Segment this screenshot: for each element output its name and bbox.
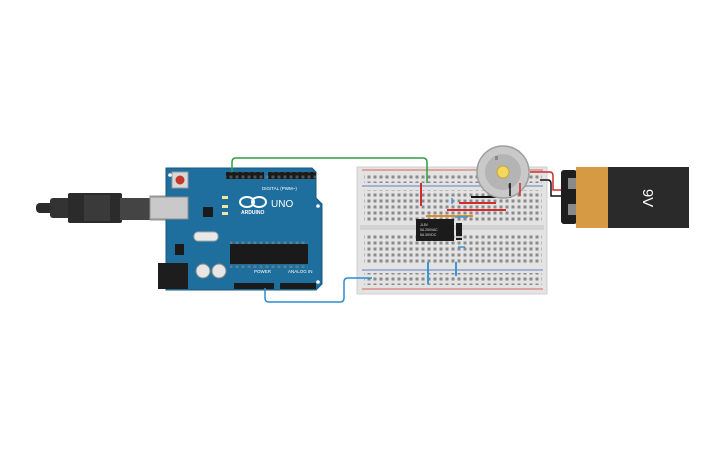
relay-text-2: 5A 250VAC (420, 228, 438, 232)
relay-text-1: JL5V (420, 223, 429, 227)
power-label: POWER (254, 269, 272, 274)
dc-motor[interactable] (476, 145, 530, 199)
battery-9v[interactable]: 9V (561, 167, 689, 228)
digital-header[interactable] (226, 172, 316, 179)
power-jack (158, 263, 188, 289)
analog-header[interactable] (280, 283, 316, 289)
capacitor (195, 263, 211, 279)
led-rx-icon (222, 212, 228, 215)
capacitor (211, 263, 227, 279)
relay-text-3: 5A 30VDC (420, 233, 437, 237)
usb-port (149, 196, 189, 220)
arduino-brand: ARDUINO (241, 210, 264, 216)
crystal-oscillator (193, 231, 219, 242)
arduino-model: UNO (271, 199, 293, 210)
led-tx-icon (222, 205, 228, 208)
analog-label: ANALOG IN (288, 269, 313, 274)
blue-wire[interactable] (264, 277, 372, 303)
arduino-uno-board[interactable]: DIGITAL (PWM~) ARDUINO UNO POWER ANALOG … (149, 167, 323, 291)
battery-label: 9V (639, 189, 656, 207)
usb-chip (203, 207, 213, 217)
relay-module[interactable]: JL5V 5A 250VAC 5A 30VDC (416, 219, 454, 241)
digital-header-label: DIGITAL (PWM~) (262, 186, 297, 191)
battery-lead-black[interactable] (540, 179, 561, 197)
atmega-chip (230, 240, 308, 268)
power-header[interactable] (234, 283, 274, 289)
green-wire[interactable] (231, 157, 428, 183)
led-l-icon (222, 196, 228, 199)
arduino-logo-icon (239, 196, 267, 208)
motor-shaft-icon (496, 165, 510, 179)
battery-lead-red[interactable] (530, 171, 561, 191)
diode (456, 223, 462, 240)
